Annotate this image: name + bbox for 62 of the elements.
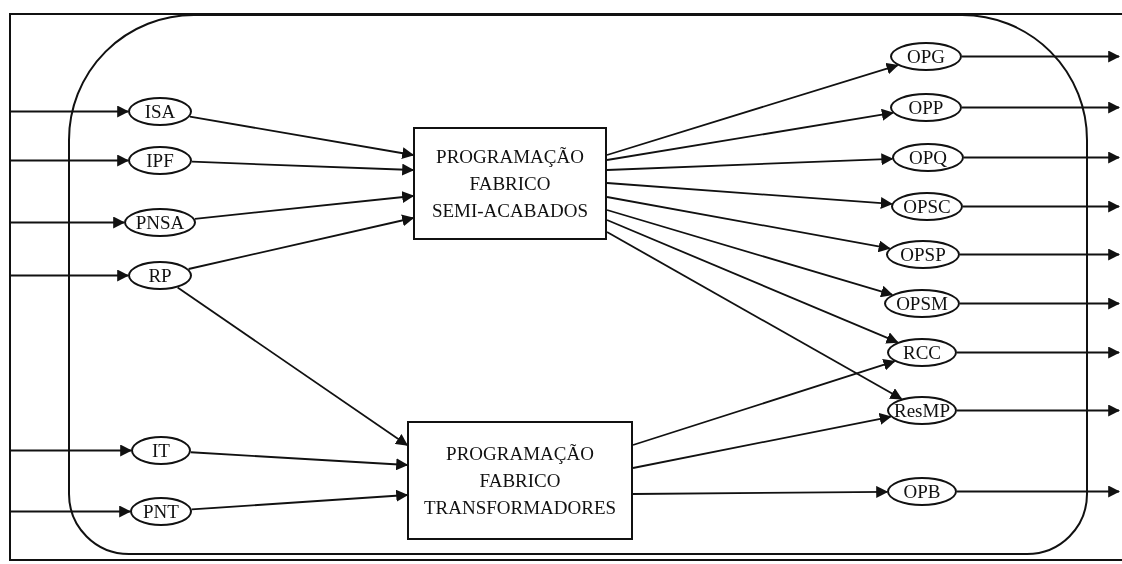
arrow [606, 108, 894, 161]
data-ellipse [128, 97, 192, 126]
data-ellipse [128, 261, 192, 290]
arrow [606, 62, 899, 156]
data-ellipse [130, 497, 192, 526]
node-label: OPP [908, 96, 944, 119]
arrow [190, 489, 409, 511]
arrow [189, 451, 409, 471]
data-ellipse [884, 289, 960, 318]
node-label: PROGRAMAÇÃO FABRICO TRANSFORMADORES [422, 442, 618, 520]
node-label: IPF [146, 149, 174, 172]
arrow [962, 200, 1121, 213]
arrow [9, 505, 132, 518]
node-label: OPSM [896, 292, 948, 315]
arrow [632, 485, 889, 498]
arrow [632, 358, 896, 446]
arrow [959, 297, 1121, 310]
arrow [963, 151, 1121, 164]
node-label: OPSC [903, 195, 951, 218]
arrow [606, 153, 894, 171]
arrow [956, 404, 1121, 417]
data-ellipse [131, 436, 191, 465]
node-label: IT [152, 439, 170, 462]
arrow [193, 191, 415, 220]
data-ellipse [887, 338, 957, 367]
arrow [632, 413, 892, 469]
arrow [9, 216, 126, 229]
arrow [9, 444, 133, 457]
data-ellipse [128, 146, 192, 175]
arrow [956, 485, 1121, 498]
arrow [9, 154, 130, 167]
process-box [407, 421, 633, 540]
data-ellipse [886, 240, 960, 269]
node-label: ResMP [894, 399, 950, 422]
node-label: PROGRAMAÇÃO FABRICO SEMI-ACABADOS [430, 145, 590, 223]
node-label: OPQ [909, 146, 947, 169]
arrow [187, 214, 415, 270]
node-label: PNT [143, 500, 179, 523]
node-label: RCC [903, 341, 941, 364]
node-label: RP [148, 264, 172, 287]
data-ellipse [890, 93, 962, 122]
arrow [9, 105, 130, 118]
data-ellipse [890, 42, 962, 71]
data-ellipse [887, 396, 957, 425]
arrow [961, 101, 1121, 114]
node-label: ISA [144, 100, 176, 123]
arrow [191, 160, 415, 176]
arrow [606, 196, 891, 253]
arrow [9, 269, 130, 282]
arrow [189, 115, 415, 160]
node-label: PNSA [135, 211, 185, 234]
arrow [606, 209, 894, 298]
arrow [606, 219, 899, 344]
node-label: OPB [903, 480, 941, 503]
arrow [956, 346, 1121, 359]
node-label: OPG [907, 45, 945, 68]
process-box [413, 127, 607, 240]
arrow [606, 182, 893, 210]
arrow [961, 50, 1121, 63]
arrow [606, 231, 903, 400]
node-label: OPSP [900, 243, 946, 266]
arrow [959, 248, 1121, 261]
